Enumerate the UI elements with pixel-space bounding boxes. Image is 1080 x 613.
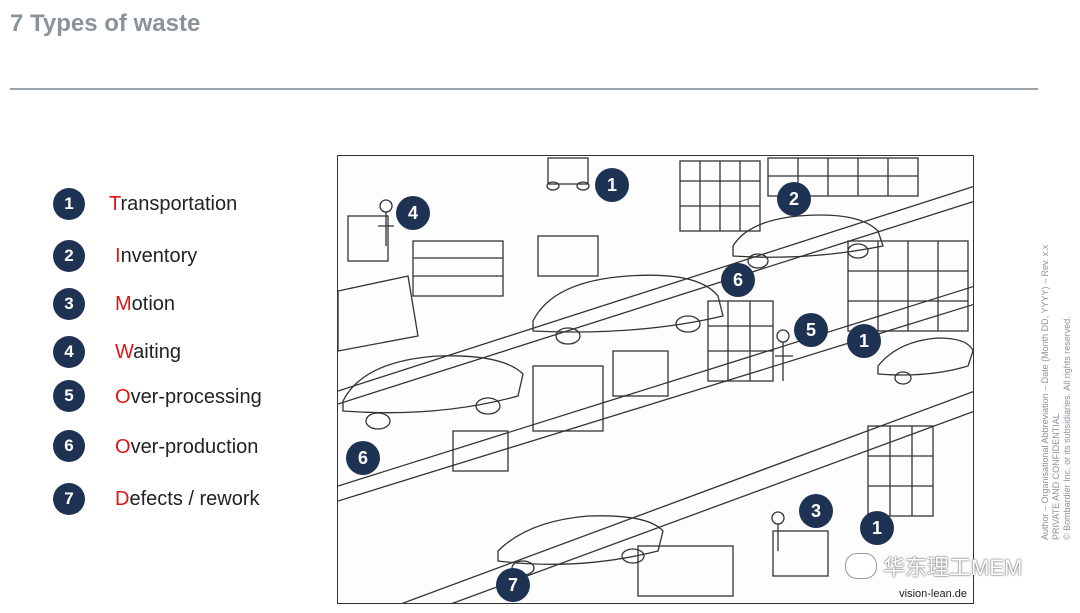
cart xyxy=(637,545,734,597)
car xyxy=(497,515,664,565)
waste-initial: I xyxy=(115,245,121,267)
waste-initial: M xyxy=(115,293,132,315)
floor-line xyxy=(338,185,973,392)
worker xyxy=(776,329,790,343)
waste-number-badge: 4 xyxy=(53,336,85,368)
floor-line xyxy=(401,391,973,603)
waste-initial: D xyxy=(115,488,130,510)
waste-initial: O xyxy=(115,436,131,458)
page-title: 7 Types of waste xyxy=(10,10,201,37)
waste-item-inventory: 2 xyxy=(53,240,85,272)
confidential-footer: Author – Organisational Abbreviation – D… xyxy=(1040,245,1073,540)
waste-marker: 5 xyxy=(794,313,828,347)
car xyxy=(532,274,724,333)
watermark-text: 华东理工MEM xyxy=(883,555,1023,580)
waste-item-motion: 3 xyxy=(53,288,85,320)
waste-marker: 6 xyxy=(346,441,380,475)
car xyxy=(342,355,524,414)
waste-label: Defects / rework xyxy=(115,488,260,511)
storage-rack xyxy=(767,157,919,197)
waste-item-transportation: 1 xyxy=(53,188,85,220)
waste-label-rest: nventory xyxy=(120,245,198,267)
waste-item-defects: 7 xyxy=(53,483,85,515)
footer-copyright-line: © Bombardier Inc. or its subsidiaries. A… xyxy=(1062,316,1072,540)
waste-marker: 1 xyxy=(847,324,881,358)
title-divider xyxy=(10,88,1038,90)
parts-bin xyxy=(347,215,389,262)
waste-initial: T xyxy=(109,193,121,215)
waste-initial: W xyxy=(115,341,134,363)
waste-number-badge: 5 xyxy=(53,380,85,412)
floor-line xyxy=(451,411,973,603)
wechat-icon xyxy=(845,553,877,579)
cart xyxy=(452,430,509,472)
floor-line xyxy=(338,285,973,487)
floor-line xyxy=(338,200,973,405)
waste-marker: 6 xyxy=(721,263,755,297)
waste-label-rest: ver-production xyxy=(130,436,259,458)
footer-author-line: Author – Organisational Abbreviation – D… xyxy=(1040,244,1050,540)
waste-label: Motion xyxy=(115,293,175,316)
waste-label-rest: aiting xyxy=(133,341,181,363)
waste-marker: 7 xyxy=(496,568,530,602)
wire-cage xyxy=(867,425,934,517)
forklift xyxy=(547,157,589,185)
waste-marker: 1 xyxy=(595,168,629,202)
waste-number-badge: 1 xyxy=(53,188,85,220)
waste-label-rest: efects / rework xyxy=(129,488,260,510)
waste-item-over-processing: 5 xyxy=(53,380,85,412)
waste-label: Inventory xyxy=(115,245,197,268)
car xyxy=(877,337,973,376)
waste-initial: O xyxy=(115,386,131,408)
parts-shelf xyxy=(412,240,504,297)
footer-confidential-line: PRIVATE AND CONFIDENTIAL xyxy=(1051,413,1061,540)
waste-label: Waiting xyxy=(115,341,181,364)
car xyxy=(732,214,884,258)
cart xyxy=(532,365,604,432)
factory-drawing xyxy=(338,157,973,603)
bin xyxy=(612,350,669,397)
waste-marker: 3 xyxy=(799,494,833,528)
image-credit: vision-lean.de xyxy=(899,588,967,600)
waste-number-badge: 3 xyxy=(53,288,85,320)
waste-marker: 2 xyxy=(777,182,811,216)
box xyxy=(772,530,829,577)
worker xyxy=(771,511,785,525)
watermark: 华东理工MEM xyxy=(845,550,1022,582)
waste-item-waiting: 4 xyxy=(53,336,85,368)
waste-item-over-production: 6 xyxy=(53,430,85,462)
waste-marker: 4 xyxy=(396,196,430,230)
wire-cage xyxy=(707,300,774,382)
waste-label-rest: ransportation xyxy=(120,193,238,215)
waste-label: Transportation xyxy=(109,193,237,216)
waste-label: Over-production xyxy=(115,436,258,459)
waste-label-rest: otion xyxy=(131,293,176,315)
workbench xyxy=(537,235,599,277)
worker xyxy=(379,199,393,213)
waste-label: Over-processing xyxy=(115,386,262,409)
waste-number-badge: 7 xyxy=(53,483,85,515)
conveyor-ramp xyxy=(338,275,419,352)
waste-number-badge: 2 xyxy=(53,240,85,272)
waste-marker: 1 xyxy=(860,511,894,545)
factory-illustration: 1 2 4 6 5 1 6 3 1 7 vision-lean.de xyxy=(337,155,974,604)
waste-number-badge: 6 xyxy=(53,430,85,462)
waste-label-rest: ver-processing xyxy=(130,386,262,408)
